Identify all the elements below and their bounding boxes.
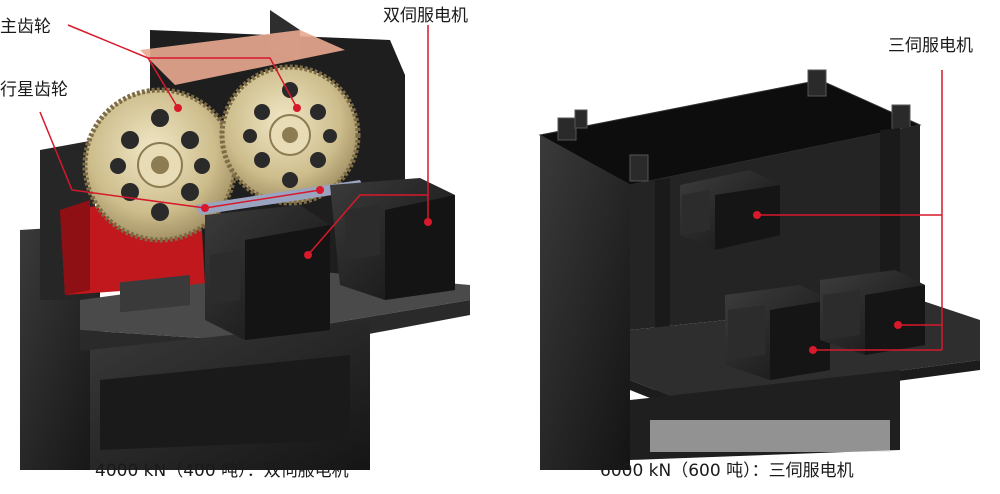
frame-left-side <box>540 135 630 470</box>
leader-lines-right <box>757 70 943 351</box>
label-main-gear: 主齿轮 <box>0 17 51 37</box>
servo-motor-top <box>680 170 780 250</box>
leader-dots <box>174 104 432 259</box>
servo-motor-1 <box>205 205 330 340</box>
press-4000kn-drawing <box>20 10 470 470</box>
leader-lines <box>39 24 429 256</box>
caption-6000kn: 6000 kN（600 吨）：三伺服电机 <box>600 461 854 481</box>
label-triple-servo: 三伺服电机 <box>888 36 973 56</box>
servo-motor-lower-2 <box>820 270 925 355</box>
label-dual-servo: 双伺服电机 <box>383 6 468 26</box>
caption-4000kn: 4000 kN（400 吨）：双伺服电机 <box>95 461 349 481</box>
press-6000kn-drawing <box>538 69 980 470</box>
right-press-illustration: 三伺服电机 6000 kN（600 吨）：三伺服电机 <box>520 0 1000 494</box>
servo-motor-2 <box>330 178 455 300</box>
leader-dots-right <box>753 211 902 354</box>
servo-motor-lower-1 <box>725 285 830 380</box>
left-press-illustration: 主齿轮 行星齿轮 双伺服电机 4000 kN（400 吨）：双伺服电机 <box>0 6 470 481</box>
top-bolts <box>557 69 911 182</box>
label-planet-gear: 行星齿轮 <box>0 80 68 100</box>
main-gear-right <box>219 64 361 206</box>
